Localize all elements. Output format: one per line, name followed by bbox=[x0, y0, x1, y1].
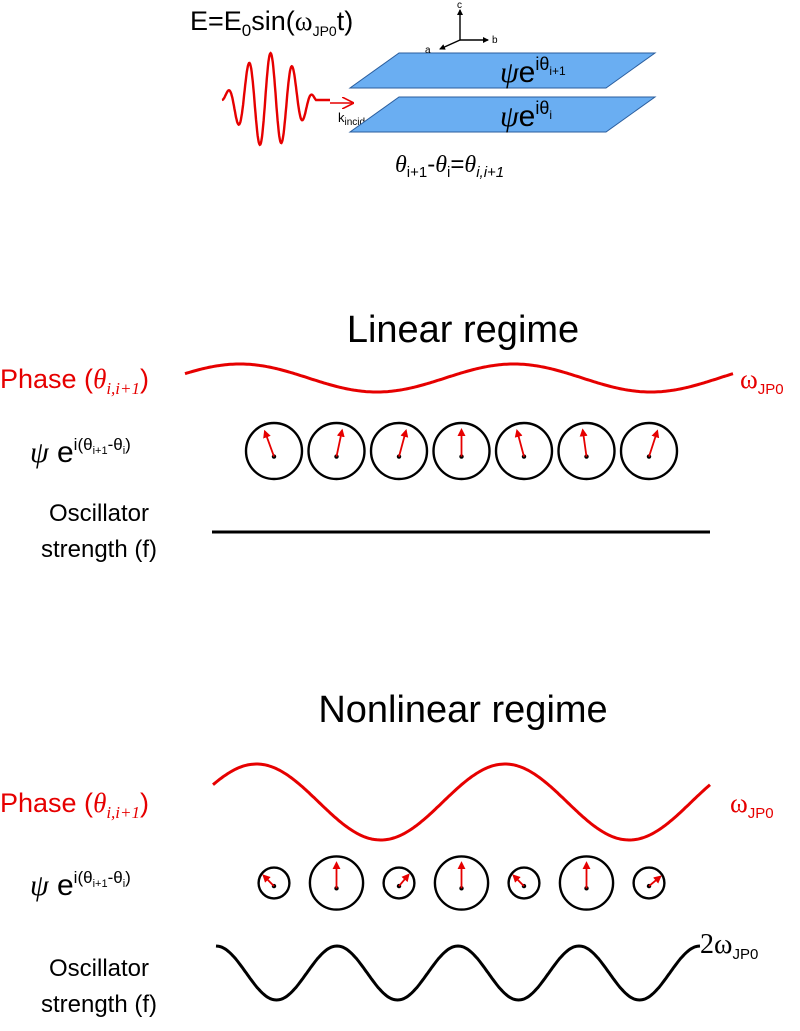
nonlinear-phasor-circle bbox=[632, 866, 666, 900]
nonlinear-phase-label: Phase (θi,i+1) bbox=[0, 788, 149, 822]
linear-phase-wave bbox=[184, 362, 734, 394]
nonlinear-phasor-6 bbox=[558, 855, 615, 911]
nonlinear-phasor-circle bbox=[382, 866, 416, 900]
linear-phasor-5 bbox=[494, 421, 554, 481]
linear-phasor-arrow bbox=[335, 428, 345, 457]
linear-phasor-arrow bbox=[579, 428, 588, 457]
linear-phasor-arrow bbox=[648, 429, 660, 457]
linear-phasor-arrow bbox=[514, 428, 525, 457]
linear-omega-label: ωJP0 bbox=[740, 364, 784, 398]
upper-plane bbox=[348, 52, 657, 89]
nonlinear-phasor-4 bbox=[433, 855, 490, 911]
nonlinear-phasor-arrow bbox=[262, 874, 275, 887]
nonlinear-phasor-circle bbox=[507, 866, 541, 900]
k-incident-label: kincident bbox=[338, 110, 379, 128]
nonlinear-oscillator-strength-wave bbox=[215, 944, 701, 1002]
nonlinear-phasor-5 bbox=[507, 866, 541, 900]
linear-phasor-circle bbox=[307, 421, 366, 481]
nonlinear-regime-panel: Nonlinear regime Phase (θi,i+1) ωJP0 ψ e… bbox=[0, 689, 774, 1018]
linear-phasor-3 bbox=[369, 421, 429, 481]
nonlinear-phasor-arrow bbox=[512, 874, 525, 887]
nonlinear-phasor-arrow bbox=[648, 875, 662, 887]
lower-plane bbox=[348, 96, 657, 133]
nonlinear-phasor-circle bbox=[257, 866, 291, 900]
nonlinear-phasor-circle bbox=[558, 855, 615, 911]
nonlinear-phasor-arrow bbox=[398, 873, 410, 887]
nonlinear-phasor-7 bbox=[632, 866, 666, 900]
nonlinear-omega-label: ωJP0 bbox=[730, 788, 774, 822]
linear-phasor-circle bbox=[557, 421, 616, 481]
linear-phasor-circle bbox=[619, 421, 679, 481]
linear-phasor-row bbox=[244, 421, 679, 481]
linear-osc-label-line1: Oscillator bbox=[49, 500, 149, 527]
linear-phasor-7 bbox=[619, 421, 679, 481]
linear-phasor-circle bbox=[494, 421, 554, 481]
crystal-axes: c b a bbox=[425, 0, 498, 56]
linear-phasor-circle bbox=[369, 421, 429, 481]
linear-phasor-6 bbox=[557, 421, 616, 481]
linear-phasor-arrow bbox=[398, 428, 409, 457]
linear-phasor-circle bbox=[432, 421, 491, 481]
nonlinear-phasor-2 bbox=[308, 855, 365, 911]
linear-psi-label: ψ ei(θi+1-θi) bbox=[30, 435, 131, 469]
upper-plane-wavefunction: ψeiθi+1 bbox=[500, 54, 566, 89]
field-equation: E=E0sin(ωJP0t) bbox=[190, 6, 353, 40]
linear-phasor-1 bbox=[244, 421, 304, 481]
nonlinear-phasor-1 bbox=[257, 866, 291, 900]
nonlinear-osc-label-line2: strength (f) bbox=[41, 991, 157, 1018]
header-schematic: E=E0sin(ωJP0t) kincident ψeiθi+1 ψeiθi c… bbox=[190, 0, 657, 181]
axis-a-label: a bbox=[425, 45, 431, 56]
axis-b-label: b bbox=[492, 35, 498, 46]
nonlinear-phasor-circle bbox=[433, 855, 490, 911]
linear-phase-label: Phase (θi,i+1) bbox=[0, 364, 149, 398]
phase-difference-relation: θi+1-θi=θi,i+1 bbox=[395, 151, 504, 181]
linear-phasor-4 bbox=[432, 421, 491, 481]
linear-regime-panel: Linear regime Phase (θi,i+1) ωJP0 ψ ei(θ… bbox=[0, 309, 784, 563]
linear-phasor-arrow bbox=[263, 429, 275, 457]
nonlinear-osc-label-line1: Oscillator bbox=[49, 955, 149, 982]
nonlinear-regime-title: Nonlinear regime bbox=[318, 689, 607, 731]
linear-osc-label-line2: strength (f) bbox=[41, 536, 157, 563]
nonlinear-phase-wave bbox=[212, 762, 711, 842]
lower-plane-wavefunction: ψeiθi bbox=[500, 98, 552, 133]
nonlinear-two-omega-label: 2ωJP0 bbox=[700, 929, 758, 963]
linear-phasor-circle bbox=[244, 421, 304, 481]
nonlinear-psi-label: ψ ei(θi+1-θi) bbox=[30, 868, 131, 902]
nonlinear-phasor-circle bbox=[308, 855, 365, 911]
nonlinear-phasor-row bbox=[257, 855, 666, 911]
nonlinear-phasor-3 bbox=[382, 866, 416, 900]
axis-c-label: c bbox=[457, 0, 462, 11]
linear-regime-title: Linear regime bbox=[347, 309, 579, 351]
incident-wave bbox=[221, 51, 330, 147]
linear-phasor-2 bbox=[307, 421, 366, 481]
